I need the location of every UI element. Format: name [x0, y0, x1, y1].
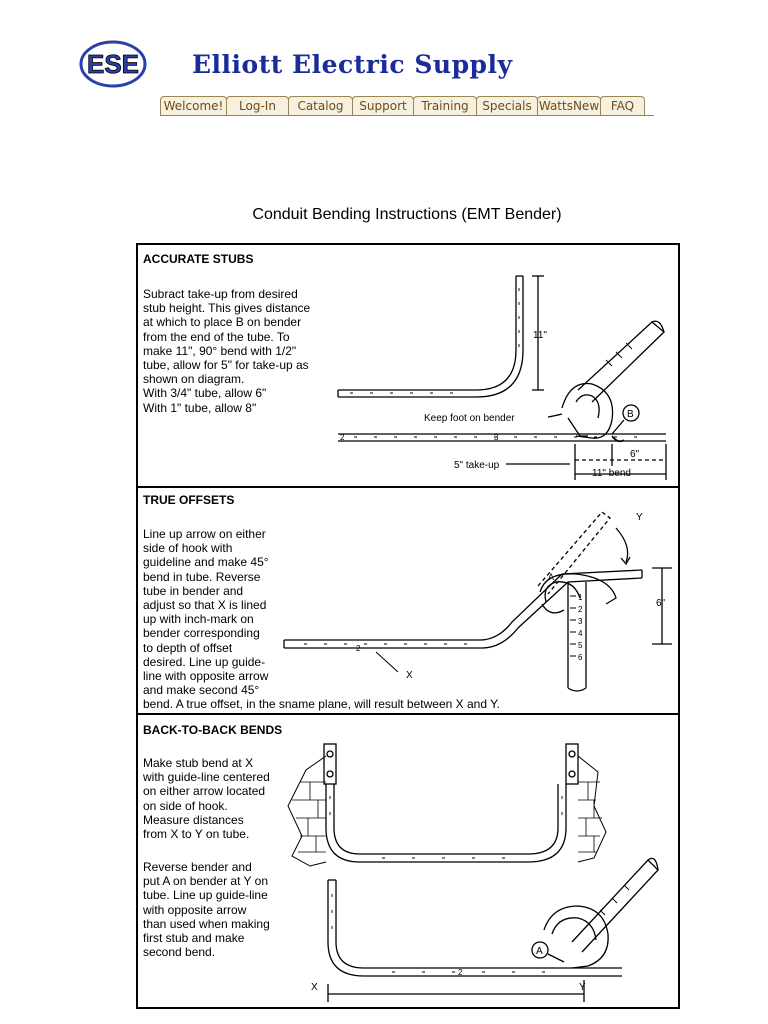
offset-scale-tick: 5: [578, 641, 583, 650]
stub-height-label: 11": [533, 330, 547, 341]
section-text-back-to-back-1: Make stub bend at X with guide-line cent…: [143, 756, 270, 842]
section-divider: [136, 713, 680, 715]
section-title-accurate-stubs: ACCURATE STUBS: [143, 252, 254, 266]
btb-x-label: X: [311, 982, 318, 993]
keep-foot-label: Keep foot on bender: [424, 413, 515, 424]
section-text-true-offsets-end: bend. A true offset, in the sname plane,…: [143, 697, 500, 711]
offset-depth-label: 6": [656, 598, 666, 609]
offset-scale-tick: 1: [578, 593, 583, 602]
section-text-accurate-stubs: Subract take-up from desired stub height…: [143, 287, 311, 415]
section-text-back-to-back-2: Reverse bender and put A on bender at Y …: [143, 860, 270, 960]
btb-a-label: A: [536, 946, 543, 957]
document-title: Conduit Bending Instructions (EMT Bender…: [252, 206, 562, 223]
btb-y-label: Y: [579, 982, 586, 993]
offset-tube-mark: 2: [356, 644, 361, 653]
instruction-panel: [136, 243, 680, 1009]
tab-specials[interactable]: Specials: [476, 96, 538, 115]
tab-welcome[interactable]: Welcome!: [160, 96, 227, 115]
tab-log-in[interactable]: Log-In: [226, 96, 289, 115]
tube-tick-label: 3: [494, 433, 499, 442]
nav-tabs: Welcome! Log-In Catalog Support Training…: [160, 96, 645, 116]
ese-logo[interactable]: ESE: [78, 40, 148, 88]
offset-scale-tick: 4: [578, 629, 583, 638]
tab-underline: [160, 115, 654, 116]
tab-faq[interactable]: FAQ: [600, 96, 645, 115]
offset-y-label: Y: [636, 512, 643, 523]
bend-length-label: 11" bend: [592, 468, 631, 479]
back-to-back-diagram: X Y A 2: [287, 743, 659, 1002]
tab-wattsnew[interactable]: WattsNew: [537, 96, 601, 115]
offset-x-label: X: [406, 670, 413, 681]
section-title-back-to-back: BACK-TO-BACK BENDS: [143, 723, 283, 737]
mark-b-label: B: [627, 409, 634, 420]
btb-tube-mark: 2: [458, 968, 463, 977]
section-divider: [136, 486, 680, 488]
tab-catalog[interactable]: Catalog: [288, 96, 353, 115]
tab-support[interactable]: Support: [352, 96, 414, 115]
take-up-label: 5" take-up: [454, 460, 500, 471]
six-inch-label: 6": [630, 449, 640, 460]
offset-a-label: A: [548, 572, 554, 582]
section-text-true-offsets: Line up arrow on either side of hook wit…: [143, 527, 269, 698]
accurate-stubs-diagram: 11" Keep foot on bender B 6" 5" take-up …: [337, 275, 667, 480]
section-title-true-offsets: TRUE OFFSETS: [143, 493, 235, 507]
logo-letters: ESE: [87, 49, 139, 79]
offset-scale-tick: 2: [578, 605, 583, 614]
brand-name[interactable]: Elliott Electric Supply: [192, 50, 513, 79]
tube-tick-label: 2: [340, 433, 345, 442]
offset-scale-tick: 3: [578, 617, 583, 626]
offset-scale-tick: 6: [578, 653, 583, 662]
tab-training[interactable]: Training: [413, 96, 477, 115]
true-offsets-diagram: Y A 6" X 2 1 2 3 4 5 6: [283, 511, 672, 692]
